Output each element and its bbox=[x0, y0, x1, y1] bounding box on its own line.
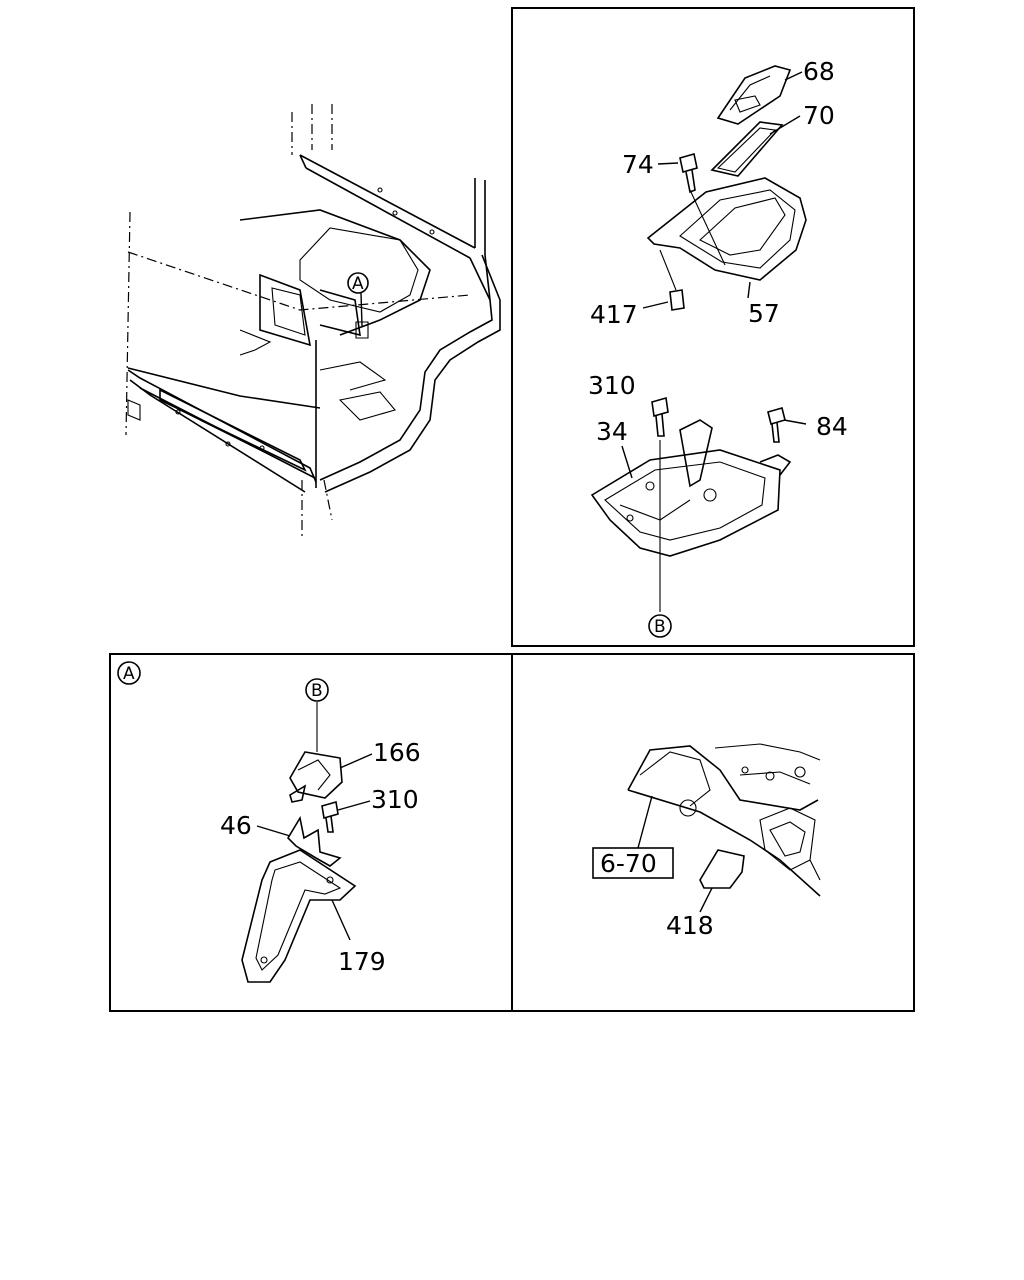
part-84-bolt bbox=[767, 407, 786, 425]
overview-callout-a-circle bbox=[347, 272, 369, 294]
part-417-clip bbox=[669, 289, 685, 311]
detail-callout-b-circle bbox=[305, 678, 329, 702]
part-418-pad bbox=[699, 849, 745, 889]
frame-top-right bbox=[511, 7, 915, 647]
label-74: 74 bbox=[622, 150, 654, 179]
detail-a-drawing bbox=[241, 678, 373, 983]
label-34: 34 bbox=[596, 417, 628, 446]
part-57-tray bbox=[646, 177, 807, 281]
label-418: 418 bbox=[666, 911, 714, 940]
reference-box-label: 6-70 bbox=[600, 849, 657, 878]
label-166: 166 bbox=[373, 738, 421, 767]
part-46-bracket bbox=[286, 815, 342, 867]
overview-callout-a: A bbox=[352, 274, 364, 294]
part-166-holder bbox=[289, 751, 343, 799]
label-57: 57 bbox=[748, 299, 780, 328]
detail-a-corner-circle bbox=[117, 661, 141, 685]
detail-callout-b: B bbox=[311, 681, 323, 701]
tray-callout-b-circle bbox=[648, 614, 672, 638]
detail-a-corner-callout: A bbox=[123, 664, 135, 684]
overview-drawing bbox=[125, 104, 501, 540]
label-310-detail: 310 bbox=[371, 785, 419, 814]
label-179: 179 bbox=[338, 947, 386, 976]
reference-box-frame bbox=[592, 847, 674, 879]
part-70-gasket bbox=[710, 121, 784, 177]
part-68-cover bbox=[716, 65, 792, 125]
battery-tray-assembly bbox=[590, 65, 807, 638]
part-74-bolt bbox=[679, 152, 698, 174]
label-310-top: 310 bbox=[588, 371, 636, 400]
part-179-stay bbox=[241, 849, 357, 983]
part-310-bolt bbox=[651, 396, 669, 418]
label-84: 84 bbox=[816, 412, 848, 441]
overview-callout-a-leader bbox=[360, 292, 363, 327]
bracket-body-drawing bbox=[592, 743, 821, 913]
frame-bottom-right bbox=[511, 653, 915, 1012]
label-417: 417 bbox=[590, 300, 638, 329]
label-68: 68 bbox=[803, 57, 835, 86]
frame-bottom-left bbox=[109, 653, 513, 1012]
label-70: 70 bbox=[803, 101, 835, 130]
tray-callout-b: B bbox=[654, 617, 666, 637]
label-46: 46 bbox=[220, 811, 252, 840]
part-310-detail-bolt bbox=[321, 800, 339, 820]
